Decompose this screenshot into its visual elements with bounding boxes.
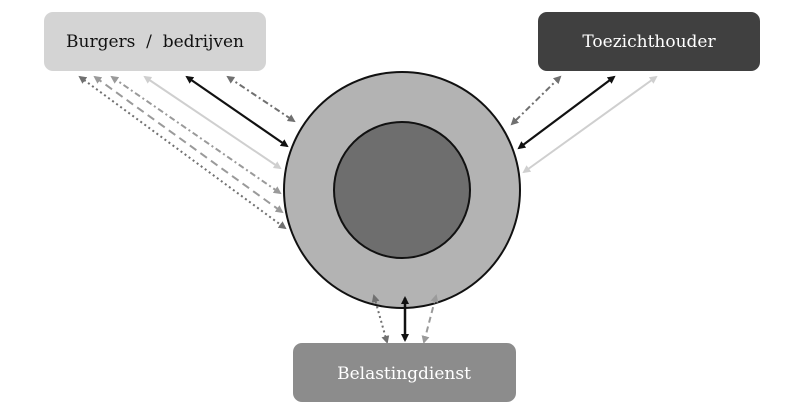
- arrow-burgers-dashdot-dark: [226, 75, 296, 123]
- node-burgers-label: Burgers / bedrijven: [66, 32, 244, 52]
- arrow-toezicht-solid-light: [522, 75, 658, 174]
- node-belastingdienst-label: Belastingdienst: [337, 364, 471, 384]
- arrow-belasting-dashed-mid: [421, 294, 439, 344]
- arrow-burgers-solid-black: [185, 75, 289, 148]
- arrow-burgers-solid-light: [143, 75, 282, 170]
- node-toezichthouder-label: Toezichthouder: [582, 32, 716, 52]
- node-toezichthouder: Toezichthouder: [538, 12, 760, 71]
- arrow-toezicht-solid-black: [517, 75, 616, 150]
- node-burgers-bedrijven: Burgers / bedrijven: [44, 12, 266, 71]
- arrow-burgers-dotted-dark: [78, 75, 287, 230]
- inner-circle: [333, 121, 471, 259]
- node-belastingdienst: Belastingdienst: [293, 343, 516, 402]
- arrow-toezicht-dashdot-dark: [510, 75, 562, 126]
- arrow-burgers-dashed-mid: [93, 75, 284, 214]
